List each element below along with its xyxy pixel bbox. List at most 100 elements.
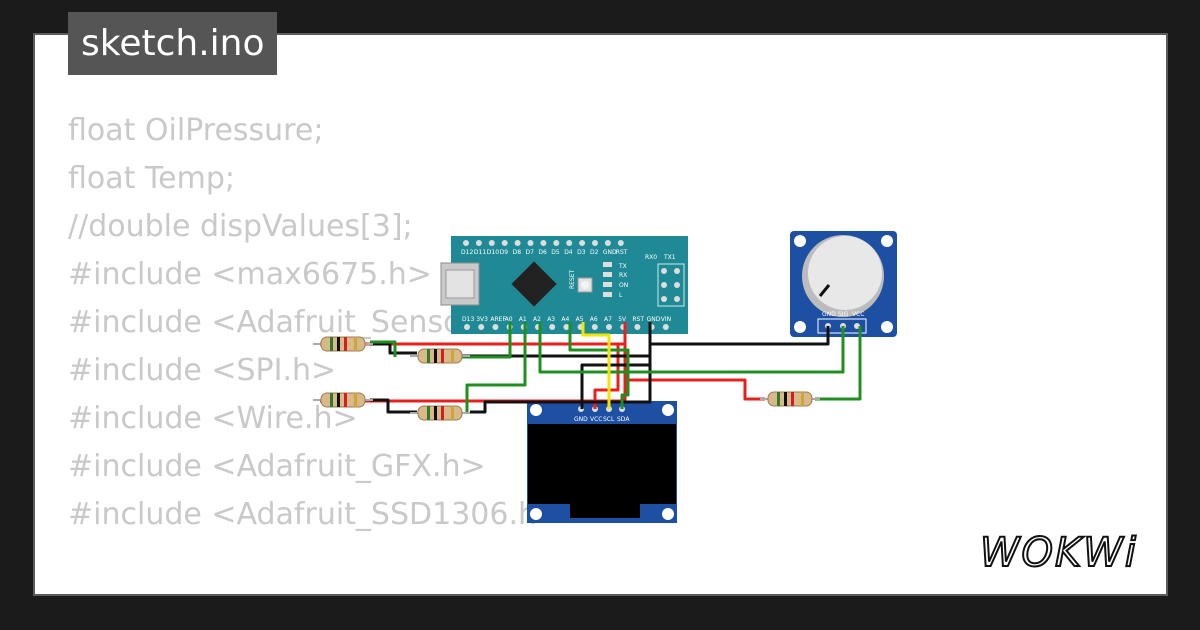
arduino-pin[interactable] <box>488 240 495 246</box>
wire-green <box>465 322 527 414</box>
resistor[interactable] <box>312 392 374 408</box>
arduino-pin[interactable] <box>563 324 570 330</box>
wire-black <box>650 326 830 346</box>
arduino-pin-label: 3V3 <box>476 316 488 323</box>
wires <box>320 322 862 414</box>
arduino-pin-label: RST <box>616 249 628 256</box>
arduino-pin[interactable] <box>662 324 669 330</box>
resistor[interactable] <box>409 405 471 421</box>
led-label-tx: TX <box>618 263 627 270</box>
led-tx <box>603 262 612 267</box>
wire-black <box>470 356 652 414</box>
arduino-pin[interactable] <box>464 324 470 330</box>
arduino-pin[interactable] <box>606 324 612 330</box>
pot-pin-sig: SIG <box>838 311 849 318</box>
code-line: #include <max6675.h> <box>68 257 432 292</box>
wire-green <box>815 326 862 401</box>
arduino-pin[interactable] <box>553 240 560 246</box>
arduino-pin-label: GND <box>647 316 661 323</box>
resistor[interactable] <box>409 348 471 364</box>
resistor[interactable] <box>312 336 374 352</box>
arduino-pin-label: A5 <box>576 316 584 323</box>
led-on <box>603 282 612 287</box>
led-label-rx: RX <box>619 272 627 279</box>
code-line: #include <SPI.h> <box>68 353 337 388</box>
arduino-tx-label: TX1 <box>663 254 676 261</box>
arduino-pin-label: D12 <box>461 249 473 256</box>
usb-port <box>445 269 475 299</box>
oled-pin-scl: SCL <box>603 416 615 423</box>
arduino-pin[interactable] <box>591 324 598 330</box>
arduino-pin[interactable] <box>566 240 573 246</box>
led-l <box>603 292 612 297</box>
arduino-pin-label: A7 <box>604 316 612 323</box>
arduino-pin-label: A2 <box>533 316 541 323</box>
wire-green <box>568 322 630 409</box>
file-name-tab[interactable]: sketch.ino <box>68 12 278 75</box>
arduino-pin-label: D8 <box>513 249 522 256</box>
arduino-pin[interactable] <box>617 240 624 246</box>
arduino-pin[interactable] <box>492 324 499 330</box>
arduino-pin-label: RST <box>632 316 644 323</box>
oled-pin-gnd: GND <box>574 416 588 423</box>
arduino-pin-label: D3 <box>577 249 586 256</box>
led-rx <box>603 272 612 277</box>
arduino-pin-label: D11 <box>474 249 486 256</box>
arduino-pin-label: D5 <box>551 249 560 256</box>
arduino-pin[interactable] <box>540 240 547 246</box>
wire-black <box>370 398 417 414</box>
arduino-pin[interactable] <box>478 324 485 330</box>
wokwi-logo-text: WOKWi <box>980 530 1138 576</box>
code-line: float Temp; <box>68 161 235 196</box>
arduino-pin[interactable] <box>579 240 586 246</box>
oled-ribbon <box>570 504 640 518</box>
arduino-pin[interactable] <box>634 324 641 330</box>
arduino-pin-label: D2 <box>590 249 599 256</box>
arduino-pin[interactable] <box>549 324 556 330</box>
code-editor[interactable]: float OilPressure;float Temp;//double di… <box>68 107 1159 594</box>
arduino-pin[interactable] <box>514 240 521 246</box>
wire-green <box>460 322 512 359</box>
arduino-pin-label: GND <box>603 249 617 256</box>
arduino-pin-label: D7 <box>526 249 535 256</box>
led-label-on: ON <box>619 282 628 289</box>
knob-indicator <box>818 284 831 297</box>
arduino-pin-label: A0 <box>505 316 513 323</box>
arduino-pin[interactable] <box>604 240 611 246</box>
oled-display[interactable]: GND VCC SCL SDA <box>527 401 677 523</box>
arduino-pin-label: A4 <box>561 316 569 323</box>
wire-green <box>370 340 397 357</box>
arduino-pin[interactable] <box>475 240 482 246</box>
arduino-pin[interactable] <box>501 240 508 246</box>
arduino-pin-label: AREF <box>490 316 506 323</box>
resistor[interactable] <box>759 391 821 407</box>
pot-pin-gnd: GND <box>822 311 836 318</box>
arduino-pin-label: A3 <box>547 316 555 323</box>
wire-red <box>593 342 625 409</box>
wokwi-logo: WOKWi <box>979 529 1138 577</box>
potentiometer-knob[interactable] <box>808 236 882 310</box>
reset-label: RESET <box>569 269 576 289</box>
arduino-pin[interactable] <box>527 240 534 246</box>
arduino-board[interactable] <box>451 236 688 334</box>
wire-yellow <box>581 322 611 409</box>
wire-black <box>370 342 417 355</box>
wire-red <box>625 378 765 401</box>
arduino-pin[interactable] <box>592 240 598 246</box>
code-line: #include <Adafruit_GFX.h> <box>68 449 486 484</box>
potentiometer[interactable]: GND SIG VCC <box>790 231 897 337</box>
arduino-pin-label: D6 <box>538 249 547 256</box>
arduino-pin-label: D9 <box>500 249 509 256</box>
arduino-pin-label: VIN <box>661 316 671 323</box>
pot-pin-vcc: VCC <box>852 311 864 318</box>
arduino-pin-label: D10 <box>487 249 499 256</box>
code-line: #define LARGHEZZA_SCHERMO 128 // Larghez… <box>68 587 1159 594</box>
arduino-pin[interactable] <box>463 240 469 246</box>
arduino-pin-label: D13 <box>462 316 474 323</box>
code-line: float OilPressure; <box>68 113 324 148</box>
oled-screen <box>528 424 676 504</box>
oled-pin-sda: SDA <box>617 416 630 423</box>
